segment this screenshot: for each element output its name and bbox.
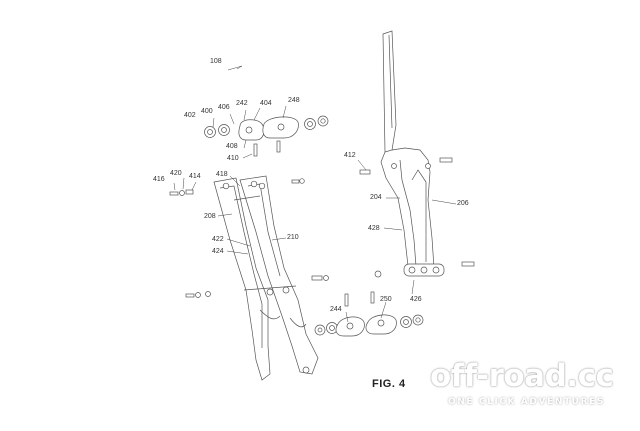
ref-416: 416 <box>153 176 165 183</box>
upper-link-assembly <box>204 65 329 157</box>
ref-420: 420 <box>170 170 182 177</box>
ref-408: 408 <box>226 143 238 150</box>
ref-404: 404 <box>260 100 272 107</box>
lower-legs-left <box>213 175 319 381</box>
hardware-bolts <box>169 157 475 298</box>
ref-248: 248 <box>288 97 300 104</box>
ref-402: 402 <box>184 112 196 119</box>
ref-406: 406 <box>218 104 230 111</box>
ref-414: 414 <box>189 173 201 180</box>
ref-204: 204 <box>370 194 382 201</box>
ref-426: 426 <box>410 296 422 303</box>
leader-lines <box>173 105 457 323</box>
ref-410: 410 <box>227 155 239 162</box>
ref-428: 428 <box>368 225 380 232</box>
watermark-logo: off-road.cc ONE CLICK ADVENTURES <box>426 358 622 414</box>
ref-210: 210 <box>287 234 299 241</box>
ref-400: 400 <box>201 108 213 115</box>
figure-title: FIG. 4 <box>372 378 406 390</box>
fork-assembly-right <box>380 30 445 277</box>
ref-208: 208 <box>204 213 216 220</box>
ref-206: 206 <box>457 200 469 207</box>
ref-412: 412 <box>344 152 356 159</box>
ref-242: 242 <box>236 100 248 107</box>
ref-418: 418 <box>216 171 228 178</box>
ref-108: 108 <box>210 58 222 65</box>
ref-244: 244 <box>330 306 342 313</box>
ref-250: 250 <box>380 296 392 303</box>
lower-link-assembly <box>314 291 424 337</box>
watermark-tagline: ONE CLICK ADVENTURES <box>448 397 605 407</box>
ref-422: 422 <box>212 236 224 243</box>
ref-424: 424 <box>212 248 224 255</box>
watermark-name: off-road.cc <box>430 358 614 394</box>
